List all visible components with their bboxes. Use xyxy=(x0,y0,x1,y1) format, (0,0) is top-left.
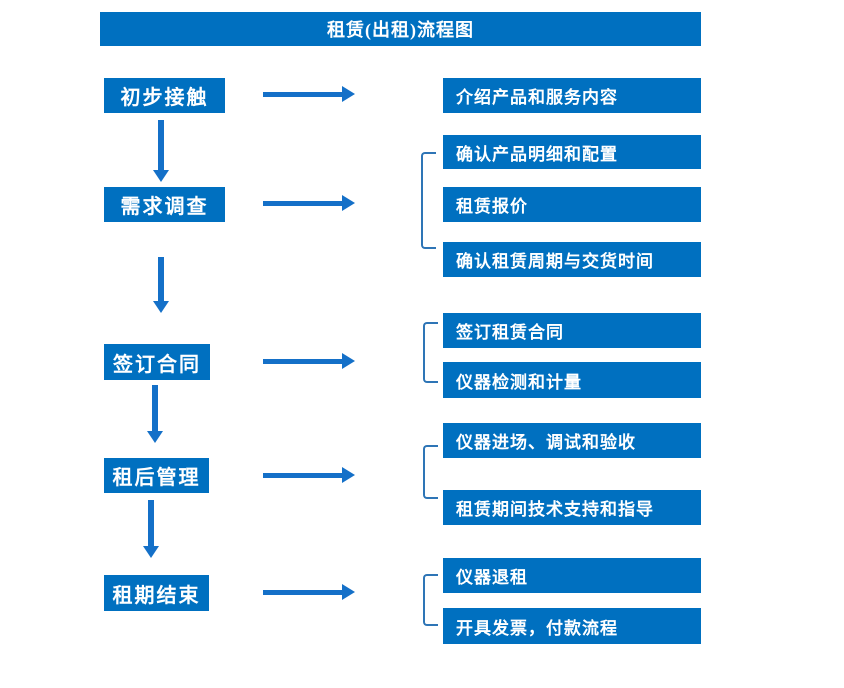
detail-box-sign-rental-contract: 签订租赁合同 xyxy=(443,313,701,348)
arrow-right-icon xyxy=(263,86,355,102)
step-box-rental-end: 租期结束 xyxy=(104,575,209,611)
detail-box-introduce-products: 介绍产品和服务内容 xyxy=(443,78,701,113)
flow-title: 租赁(出租)流程图 xyxy=(100,12,701,46)
step-box-post-rental-management: 租后管理 xyxy=(104,458,209,493)
detail-box-tech-support: 租赁期间技术支持和指导 xyxy=(443,490,701,525)
step-box-initial-contact: 初步接触 xyxy=(104,78,225,113)
arrow-right-icon xyxy=(263,467,355,483)
detail-box-instrument-setup: 仪器进场、调试和验收 xyxy=(443,423,701,458)
detail-box-rental-quote: 租赁报价 xyxy=(443,187,701,222)
detail-box-confirm-period: 确认租赁周期与交货时间 xyxy=(443,242,701,277)
group-bracket xyxy=(421,152,436,249)
arrow-down-icon xyxy=(153,257,169,313)
step-box-sign-contract: 签订合同 xyxy=(104,344,210,380)
group-bracket xyxy=(423,322,438,383)
group-bracket xyxy=(423,445,438,499)
step-box-demand-survey: 需求调查 xyxy=(104,187,225,222)
arrow-right-icon xyxy=(263,584,355,600)
group-bracket xyxy=(423,574,438,626)
arrow-down-icon xyxy=(143,500,159,558)
arrow-right-icon xyxy=(263,353,355,369)
arrow-down-icon xyxy=(147,385,163,443)
detail-box-invoice-payment: 开具发票，付款流程 xyxy=(443,608,701,644)
detail-box-instrument-testing: 仪器检测和计量 xyxy=(443,362,701,398)
detail-box-instrument-return: 仪器退租 xyxy=(443,558,701,593)
detail-box-confirm-product-spec: 确认产品明细和配置 xyxy=(443,135,701,169)
arrow-down-icon xyxy=(153,120,169,182)
arrow-right-icon xyxy=(263,195,355,211)
